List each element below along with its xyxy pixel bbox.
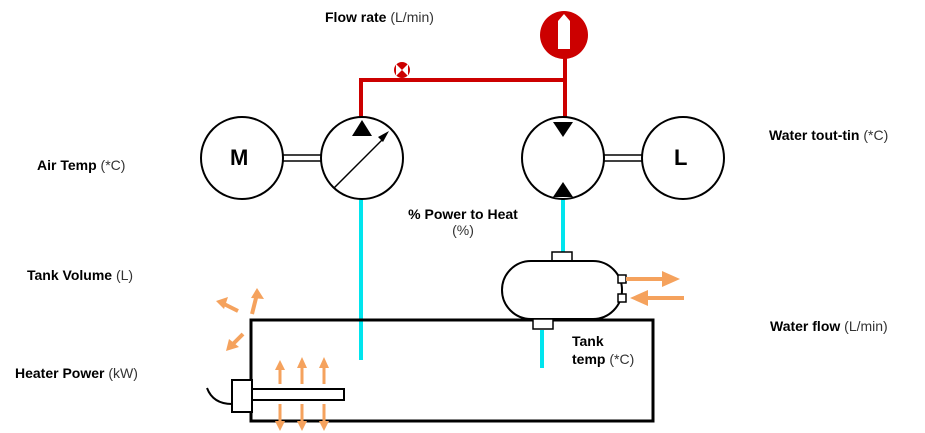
heat-exchanger-icon: [501, 251, 627, 320]
water-flow-label: Water flow (L/min): [770, 318, 888, 334]
heat-arrows-up: [275, 357, 329, 384]
variable-pump-icon: [320, 116, 404, 200]
power-to-heat-label: % Power to Heat (%): [408, 206, 518, 238]
water-flow-arrows: [626, 271, 684, 306]
tank: [249, 318, 655, 423]
heat-arrows-down: [275, 404, 329, 431]
heater-power-label: Heater Power (kW): [15, 365, 138, 381]
hydraulic-motor-icon: [521, 116, 605, 200]
load-letter: L: [674, 145, 688, 170]
motor-circle: [200, 116, 284, 200]
heat-loss-arrows: [216, 288, 264, 351]
flow-meter-icon: [540, 11, 588, 59]
water-tout-tin-label: Water tout-tin (*C): [769, 127, 889, 143]
flow-rate-label: Flow rate (L/min): [325, 9, 434, 25]
shaft-left: [283, 154, 321, 162]
air-temp-label: Air Temp (*C): [37, 157, 126, 173]
tank-volume-label: Tank Volume (L): [27, 267, 134, 283]
flow-valve-icon: [394, 62, 410, 78]
tank-sensor-port: [532, 318, 554, 330]
heater-element-icon: [206, 379, 345, 413]
motor-letter: M: [230, 145, 249, 170]
red-flow-pipe: [359, 56, 567, 122]
shaft-right: [604, 154, 642, 162]
tank-temp-label: Tank temp (*C): [572, 333, 635, 367]
load-circle: [641, 116, 725, 200]
